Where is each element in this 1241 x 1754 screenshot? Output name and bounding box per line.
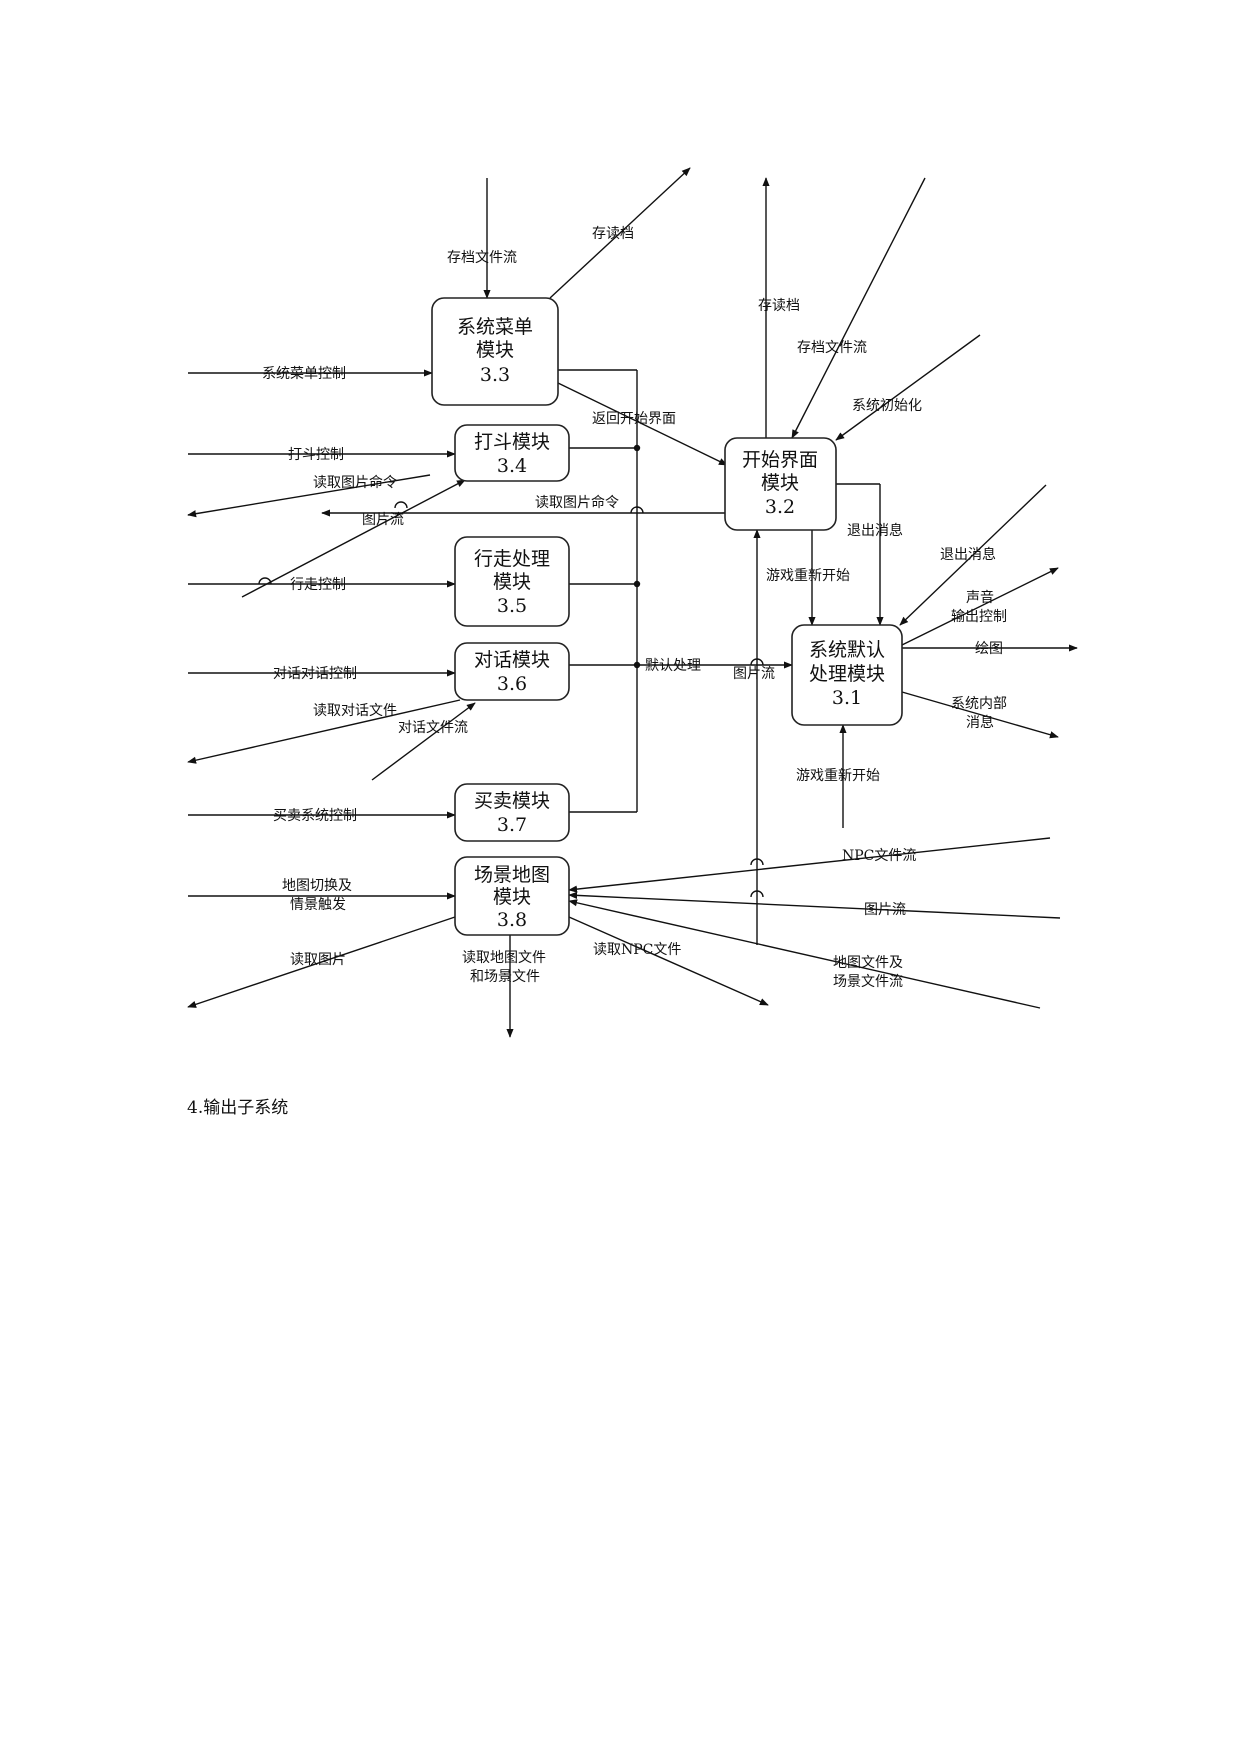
module-3-6: 对话模块 3.6: [454, 642, 570, 701]
module-3-7-id: 3.7: [497, 814, 527, 836]
flow-system-init: [835, 334, 981, 441]
module-3-1: 系统默认 处理模块 3.1: [791, 624, 903, 726]
label-image-stream-3-4: 图片流: [362, 512, 404, 528]
label-exit-msg-3-2: 退出消息: [847, 522, 903, 539]
label-read-image-cmd-3-4: 读取图片命令: [313, 474, 397, 491]
label-walk-control: 行走控制: [290, 577, 346, 593]
module-3-2-title: 开始界面: [742, 449, 818, 471]
label-archive-3-2: 存档文件流: [797, 340, 867, 356]
module-3-4-id: 3.4: [497, 455, 527, 477]
label-map-stream-1: 地图文件及: [833, 955, 903, 971]
label-fight-control: 打斗控制: [288, 446, 344, 463]
label-save-3-2: 存读档: [758, 297, 800, 314]
module-3-5-title: 行走处理: [474, 548, 550, 570]
label-dialog-control: 对话对话控制: [273, 666, 357, 682]
label-trade-control: 买卖系统控制: [273, 808, 357, 824]
module-3-3-title: 系统菜单: [457, 316, 533, 338]
module-3-8-subtitle: 模块: [493, 886, 531, 908]
module-3-2-subtitle: 模块: [761, 472, 799, 494]
label-read-map-1: 读取地图文件: [462, 949, 546, 966]
label-npc-stream: NPC文件流: [842, 848, 916, 864]
label-system-init: 系统初始化: [852, 397, 922, 414]
module-3-4-title: 打斗模块: [474, 431, 550, 453]
label-save-3-3: 存读档: [592, 225, 634, 242]
label-read-map-2: 和场景文件: [470, 969, 540, 985]
label-restart-3-1: 游戏重新开始: [796, 768, 880, 784]
label-read-dialog-file: 读取对话文件: [313, 702, 397, 719]
label-read-image-cmd-3-2: 读取图片命令: [535, 494, 619, 511]
flow-image-stream-3-8: [568, 891, 1061, 919]
module-3-7: 买卖模块 3.7: [454, 783, 570, 842]
module-3-1-subtitle: 处理模块: [809, 663, 885, 685]
junctions: [633, 444, 641, 669]
flow-read-image-3-8: [187, 916, 456, 1008]
label-read-npc: 读取NPC文件: [593, 941, 681, 958]
module-3-6-title: 对话模块: [474, 649, 550, 671]
module-3-8-id: 3.8: [497, 909, 527, 931]
flow-npc-stream: [568, 837, 1051, 893]
flow-internal-msg-out: [901, 691, 1059, 739]
label-map-switch-2: 情景触发: [290, 897, 346, 913]
label-internal-1: 系统内部: [951, 696, 1007, 712]
label-return-start: 返回开始界面: [592, 411, 676, 427]
flow-lines: [187, 167, 1078, 1038]
flow-read-dialog-file: [187, 699, 461, 764]
flow-map-stream: [568, 899, 1041, 1009]
module-3-3: 系统菜单 模块 3.3: [431, 297, 559, 406]
flow-sound-out: [901, 567, 1059, 646]
label-image-stream-3-8: 图片流: [864, 902, 906, 918]
flow-image-stream-3-4: [241, 479, 466, 598]
label-exit-msg-in: 退出消息: [940, 546, 996, 563]
label-map-switch-1: 地图切换及: [282, 877, 352, 894]
module-3-2-id: 3.2: [765, 496, 795, 518]
module-3-2: 开始界面 模块 3.2: [724, 437, 837, 531]
flow-read-image-cmd-3-4: [187, 474, 431, 518]
flow-archive-into-3-2: [791, 177, 926, 439]
label-map-stream-2: 场景文件流: [833, 974, 903, 990]
label-archive-3-3: 存档文件流: [447, 250, 517, 266]
label-sound-2: 输出控制: [951, 609, 1007, 625]
flow-save-from-3-3: [549, 167, 691, 299]
label-draw: 绘图: [975, 641, 1003, 657]
section-heading: 4.输出子系统: [187, 1098, 289, 1118]
module-3-5: 行走处理 模块 3.5: [454, 536, 570, 627]
module-3-1-id: 3.1: [832, 687, 862, 709]
label-internal-2: 消息: [966, 714, 994, 731]
module-3-5-id: 3.5: [497, 595, 527, 617]
label-default-process: 默认处理: [645, 658, 701, 674]
label-dialog-file-stream: 对话文件流: [398, 720, 468, 736]
module-3-6-id: 3.6: [497, 673, 527, 695]
flow-labels: 存档文件流 存读档 系统菜单控制 返回开始界面 打斗控制 读取图片命令 图片流 …: [262, 225, 1007, 990]
module-3-3-id: 3.3: [480, 364, 510, 386]
module-3-3-subtitle: 模块: [476, 339, 514, 361]
label-image-stream-center: 图片流: [733, 666, 775, 682]
module-3-4: 打斗模块 3.4: [454, 424, 570, 482]
flow-read-npc-file: [568, 916, 769, 1006]
flow-return-start: [557, 382, 728, 466]
label-menu-control: 系统菜单控制: [262, 366, 346, 382]
line-hops: [258, 501, 764, 898]
module-3-8: 场景地图 模块 3.8: [454, 856, 570, 936]
label-restart-3-2: 游戏重新开始: [766, 568, 850, 584]
flow-dialog-file-stream: [371, 702, 476, 781]
label-sound-1: 声音: [966, 589, 994, 606]
label-read-image-3-8: 读取图片: [290, 951, 346, 968]
module-3-8-title: 场景地图: [474, 864, 550, 886]
flow-exit-msg-in: [899, 484, 1047, 626]
module-3-7-title: 买卖模块: [474, 790, 550, 812]
module-3-1-title: 系统默认: [809, 639, 885, 661]
module-3-5-subtitle: 模块: [493, 571, 531, 593]
